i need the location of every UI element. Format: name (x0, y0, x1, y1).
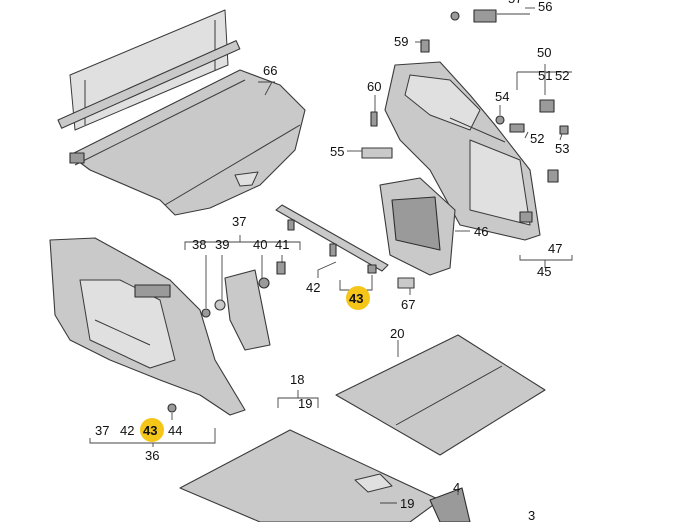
right-trim-pocket (469, 139, 531, 226)
floor-bracket-4 (429, 487, 471, 522)
storage-compartment (379, 177, 456, 276)
part-label-52-upper[interactable]: 52 (555, 68, 569, 83)
clip-60 (370, 111, 378, 127)
clip-44 (167, 403, 177, 413)
part-label-50[interactable]: 50 (537, 45, 551, 60)
part-label-67[interactable]: 67 (401, 297, 415, 312)
part-label-57[interactable]: 57 (508, 0, 522, 6)
part-label-66[interactable]: 66 (263, 63, 277, 78)
bolt-59 (420, 39, 430, 53)
sill-strip-assembly (275, 204, 389, 274)
roller-tube (57, 40, 241, 129)
bracket-51 (539, 99, 555, 113)
left-trim-handle (134, 284, 171, 298)
clip-53 (559, 125, 569, 135)
mat-handle-19 (354, 473, 393, 493)
trim-clip (519, 211, 533, 223)
lamp-55 (361, 147, 393, 159)
nut-54 (495, 115, 505, 125)
part-label-59[interactable]: 59 (394, 34, 408, 49)
compartment-opening (391, 196, 441, 251)
part-label-51[interactable]: 51 (538, 68, 552, 83)
part-label-18[interactable]: 18 (290, 372, 304, 387)
part-label-36[interactable]: 36 (145, 448, 159, 463)
clip-43 (329, 243, 337, 257)
part-label-43-upper[interactable]: 43 (349, 291, 363, 306)
left-side-trim-assembly (49, 237, 246, 416)
part-label-60[interactable]: 60 (367, 79, 381, 94)
cover-cap-40 (224, 269, 271, 351)
fasteners-upper (361, 9, 569, 159)
part-label-41[interactable]: 41 (275, 237, 289, 252)
part-label-42-lower[interactable]: 42 (120, 423, 134, 438)
bracket-56 (473, 9, 497, 23)
floor-mat-assembly (179, 429, 471, 522)
washer-39 (214, 299, 226, 311)
part-label-54[interactable]: 54 (495, 89, 509, 104)
part-label-45[interactable]: 45 (537, 264, 551, 279)
trim-retainer (547, 169, 559, 183)
clip-42 (287, 219, 295, 231)
plug-67 (397, 277, 415, 289)
part-label-56[interactable]: 56 (538, 0, 552, 14)
part-label-47[interactable]: 47 (548, 241, 562, 256)
screw-57 (450, 11, 460, 21)
part-label-52-lower[interactable]: 52 (530, 131, 544, 146)
part-label-37-upper[interactable]: 37 (232, 214, 246, 229)
part-label-19-upper[interactable]: 19 (298, 396, 312, 411)
retainer-43 (367, 264, 377, 274)
highlight-circle-43-upper (346, 286, 370, 310)
floor-panel-20 (335, 334, 546, 456)
cover-end-cap (69, 152, 85, 164)
luggage-cover-assembly (57, 9, 306, 216)
part-label-46[interactable]: 46 (474, 224, 488, 239)
sill-strip (275, 204, 389, 272)
floor-cover-assembly (335, 334, 546, 456)
part-label-39[interactable]: 39 (215, 237, 229, 252)
leader-lines (89, 7, 573, 504)
part-label-42-upper[interactable]: 42 (306, 280, 320, 295)
part-label-55[interactable]: 55 (330, 144, 344, 159)
part-label-4[interactable]: 4 (453, 480, 460, 495)
floor-mat-18 (179, 429, 441, 522)
part-label-44[interactable]: 44 (168, 423, 182, 438)
part-label-3[interactable]: 3 (528, 508, 535, 522)
screw-38 (201, 308, 211, 318)
clip-41 (276, 261, 286, 275)
fasteners-left-middle (201, 261, 415, 351)
part-label-40[interactable]: 40 (253, 237, 267, 252)
part-label-20[interactable]: 20 (390, 326, 404, 341)
cover-handle (234, 171, 259, 187)
right-side-trim-assembly (384, 61, 559, 241)
right-trim-upper-face (404, 74, 481, 131)
clip-40 (258, 277, 270, 289)
part-labels: 57 56 59 50 51 52 66 60 54 52 53 55 46 4… (95, 0, 569, 522)
part-label-43-lower[interactable]: 43 (143, 423, 157, 438)
clip-52b (509, 123, 525, 133)
part-label-38[interactable]: 38 (192, 237, 206, 252)
highlight-circle-43-lower (140, 418, 164, 442)
part-label-19-lower[interactable]: 19 (400, 496, 414, 511)
part-label-53[interactable]: 53 (555, 141, 569, 156)
part-label-37-lower[interactable]: 37 (95, 423, 109, 438)
left-trim-recess (79, 279, 176, 369)
